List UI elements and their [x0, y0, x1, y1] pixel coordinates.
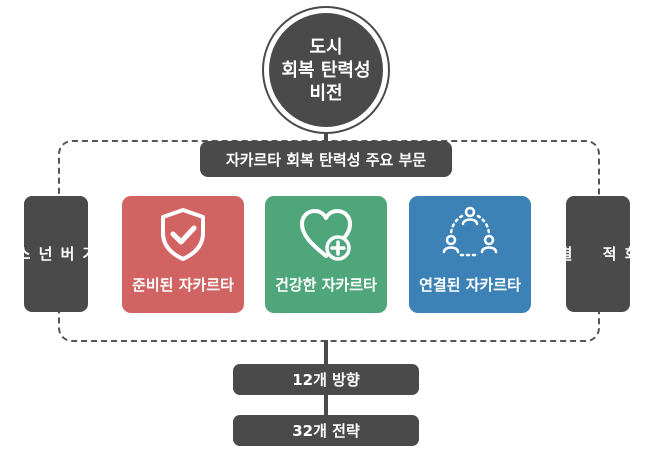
people-network-icon [442, 206, 498, 257]
vision-line-1: 도시 [309, 36, 343, 58]
directions-box: 12개 방향 [233, 364, 419, 395]
connector-directions-to-strategies [324, 394, 328, 416]
vision-circle: 도시 회복 탄력성 비전 [262, 6, 390, 134]
social-cohesion-label: 사 회 적 결 속 [534, 245, 652, 263]
sector-card-healthy: 건강한 자카르타 [265, 196, 387, 313]
sector-card-ready: 준비된 자카르타 [122, 196, 244, 313]
sector-label-ready: 준비된 자카르타 [132, 276, 234, 294]
vision-line-3: 비전 [309, 82, 343, 104]
sector-label-healthy: 건강한 자카르타 [275, 276, 377, 294]
connector-frame-to-directions [324, 340, 328, 366]
sector-card-connected: 연결된 자카르타 [409, 196, 531, 313]
vision-circle-fill: 도시 회복 탄력성 비전 [269, 13, 383, 127]
strategies-box: 32개 전략 [233, 415, 419, 446]
social-cohesion-pill: 사 회 적 결 속 [534, 196, 652, 312]
shield-check-icon [161, 208, 205, 261]
heart-plus-icon [300, 209, 352, 261]
connector-vision-to-header [324, 130, 328, 144]
vision-line-2: 회복 탄력성 [281, 59, 371, 81]
governance-pill: 거 버 넌 스 [14, 196, 98, 312]
governance-label: 거 버 넌 스 [14, 245, 98, 263]
sectors-header: 자카르타 회복 탄력성 주요 부문 [200, 141, 452, 177]
sector-label-connected: 연결된 자카르타 [419, 276, 521, 294]
